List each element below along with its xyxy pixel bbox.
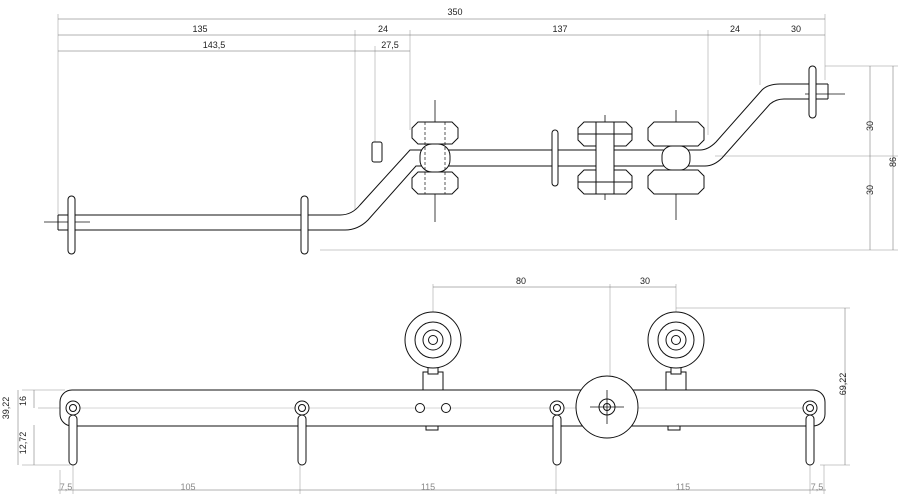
dim-30-upper: 30: [865, 121, 875, 131]
dim-27-5: 27,5: [381, 40, 399, 50]
front-hook-3: [549, 400, 565, 466]
dim-overall-350: 350: [447, 7, 462, 17]
rail-lower-edge: [58, 98, 828, 231]
top-view: 350 135 24 137 24 30 143,5 27,5 30 30 86: [44, 7, 898, 255]
front-hole-left: [415, 403, 425, 413]
dim-86: 86: [888, 157, 898, 167]
dim-39-22: 39,22: [1, 397, 11, 420]
pin-left: [67, 195, 76, 255]
front-hole-right: [441, 403, 451, 413]
dim-80: 80: [516, 276, 526, 286]
dim-143-5: 143,5: [203, 40, 226, 50]
dim-105: 105: [180, 482, 195, 492]
dim-24-right: 24: [730, 24, 740, 34]
front-hook-2: [294, 400, 310, 466]
dim-16: 16: [18, 396, 28, 406]
pin-center: [551, 129, 559, 187]
dim-7-5-left: 7,5: [60, 482, 73, 492]
end-stop: [371, 141, 383, 163]
roller-assembly-right: [647, 110, 705, 220]
dim-115-a: 115: [421, 482, 435, 492]
dim-30-front: 30: [640, 276, 650, 286]
front-wheel-left: [404, 311, 462, 391]
front-hook-4: [802, 400, 818, 466]
dim-24-left: 24: [378, 24, 388, 34]
dim-30-top: 30: [791, 24, 801, 34]
top-dimension-lines: 350 135 24 137 24 30 143,5 27,5 30 30 86: [58, 7, 898, 250]
front-view: 80 30 69,22 39,22 16 12,72 7,5 105 115 1…: [1, 276, 850, 494]
dim-12-72: 12,72: [18, 432, 28, 455]
dim-135: 135: [192, 24, 207, 34]
roller-assembly-double: [577, 115, 633, 200]
front-hook-1: [65, 400, 81, 466]
dim-69-22: 69,22: [838, 373, 848, 396]
front-dimension-lines: 80 30 69,22 39,22 16 12,72: [1, 276, 848, 491]
front-center-disc: [575, 375, 639, 439]
front-tab-left: [425, 425, 439, 431]
front-tab-right: [667, 425, 681, 431]
rail-upper-edge: [58, 83, 828, 216]
front-wheel-right: [647, 311, 705, 391]
dim-7-5-right: 7,5: [811, 482, 824, 492]
roller-assembly-left: [411, 100, 459, 222]
dim-30-lower: 30: [865, 185, 875, 195]
top-extension-lines: [57, 14, 898, 251]
dim-137: 137: [552, 24, 567, 34]
pin-mid-left: [300, 195, 309, 255]
front-bottom-dimensions: 7,5 105 115 115 7,5: [60, 482, 824, 492]
pin-right: [808, 65, 817, 119]
dim-115-b: 115: [676, 482, 690, 492]
